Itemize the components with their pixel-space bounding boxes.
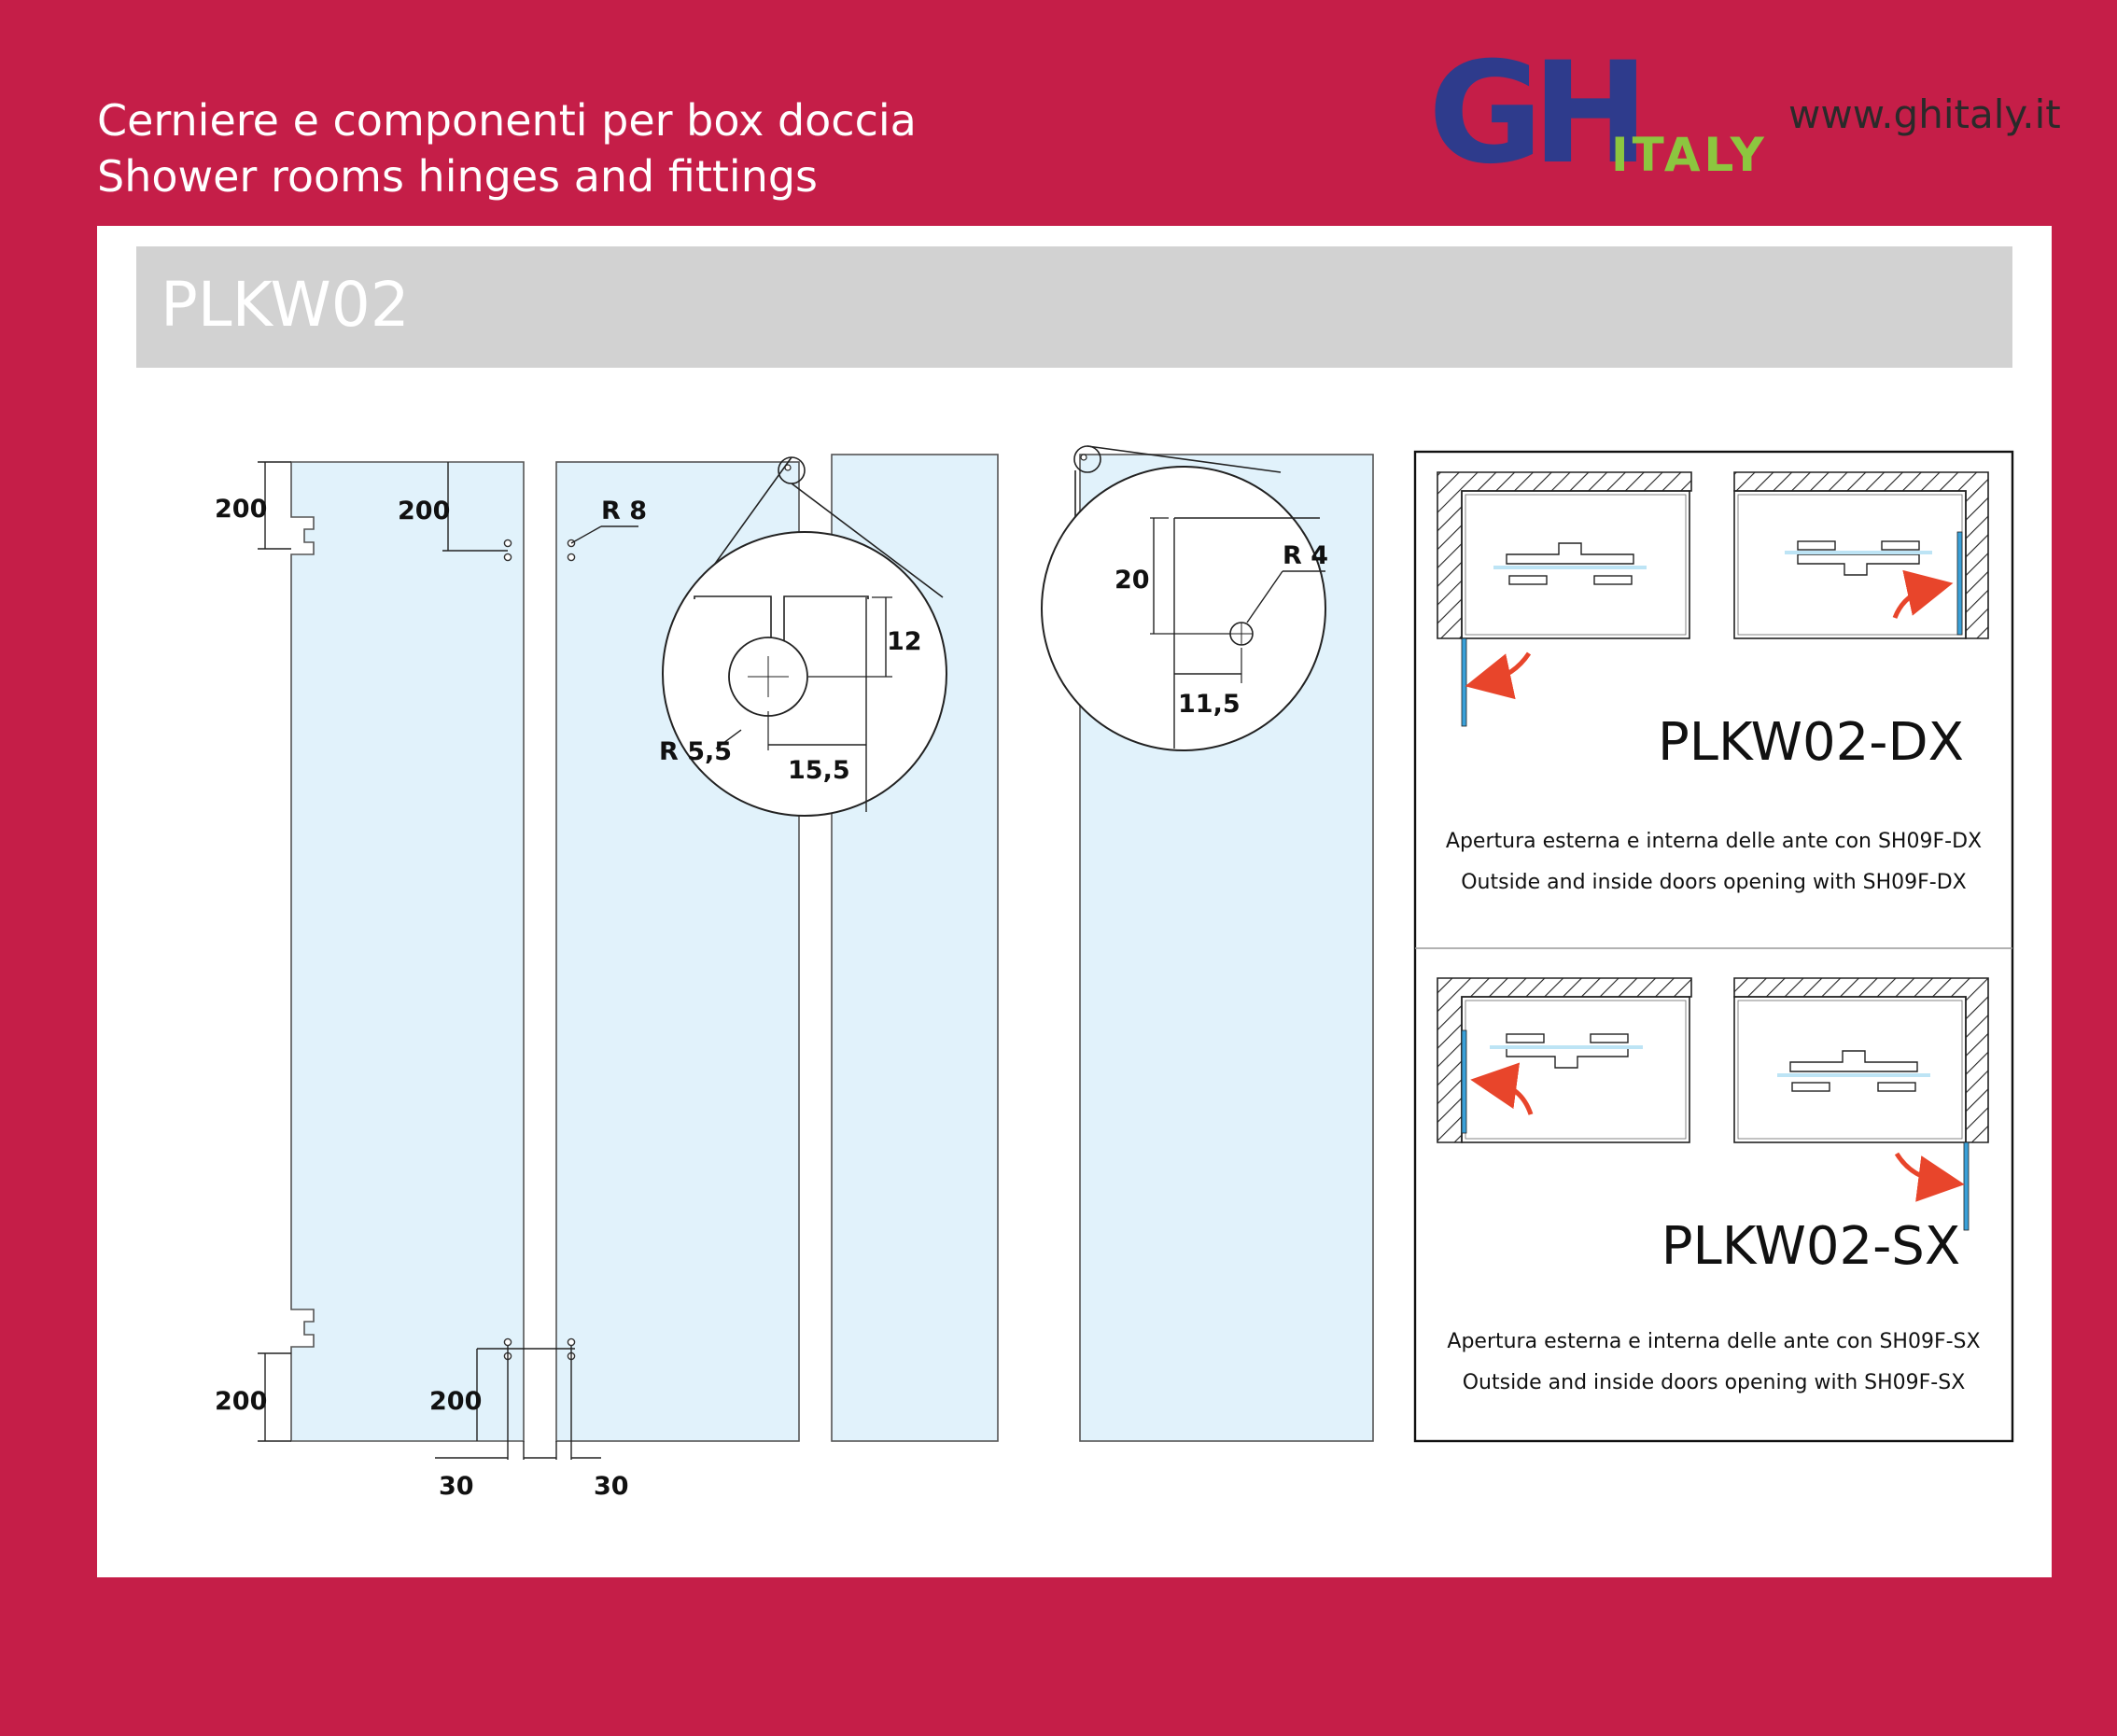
dim-115: 11,5	[1178, 690, 1241, 719]
content-panel: PLKW02	[97, 226, 2052, 1577]
plan-dx-inside	[1733, 471, 1989, 639]
variant-dx-code: PLKW02-DX	[1658, 712, 1964, 773]
detail-magnifier-slot	[662, 456, 947, 817]
variant-dx-desc-it: Apertura esterna e interna delle ante co…	[1446, 830, 1982, 853]
dim-r8: R 8	[601, 497, 647, 525]
dimension-lines	[258, 461, 638, 1460]
glass-panel-notched	[290, 461, 525, 1442]
variant-sx-desc-en: Outside and inside doors opening with SH…	[1463, 1371, 1966, 1394]
website-link[interactable]: www.ghitaly.it	[1788, 91, 2061, 137]
logo-gh: GH	[1428, 51, 1638, 177]
dim-30-right: 30	[594, 1472, 629, 1501]
variant-sx-code: PLKW02-SX	[1661, 1216, 1960, 1277]
product-code: PLKW02	[161, 269, 410, 341]
subtitle-english: Shower rooms hinges and fittings	[97, 151, 819, 202]
detail-magnifier-hole	[1041, 445, 1326, 751]
subtitle-italian: Cerniere e componenti per box doccia	[97, 95, 917, 146]
dim-155: 15,5	[788, 756, 850, 785]
plan-sx-inside	[1437, 977, 1692, 1143]
dim-20: 20	[1115, 566, 1150, 595]
plan-dx-outside	[1437, 471, 1692, 727]
variant-dx-desc-en: Outside and inside doors opening with SH…	[1461, 871, 1967, 894]
dim-12: 12	[887, 627, 922, 656]
ghitaly-logo: GH ITALY	[1428, 51, 1768, 177]
dim-top-left: 200	[215, 495, 267, 524]
variant-sx-desc-it: Apertura esterna e interna delle ante co…	[1447, 1330, 1980, 1353]
technical-drawing: 200 200 R 8 200 200 30 30 12 R 5,5 1	[215, 445, 2014, 1501]
configuration-box	[1413, 450, 2014, 1443]
dim-r55: R 5,5	[659, 737, 732, 766]
dim-top-mid: 200	[398, 497, 450, 525]
title-bar: PLKW02	[136, 246, 2012, 368]
dim-30-left: 30	[439, 1472, 474, 1501]
dim-bottom-left: 200	[215, 1387, 267, 1416]
plan-sx-outside	[1733, 977, 1989, 1231]
dim-bottom-mid: 200	[429, 1387, 482, 1416]
dim-r4: R 4	[1283, 541, 1328, 570]
logo-italy: ITALY	[1611, 128, 1768, 177]
